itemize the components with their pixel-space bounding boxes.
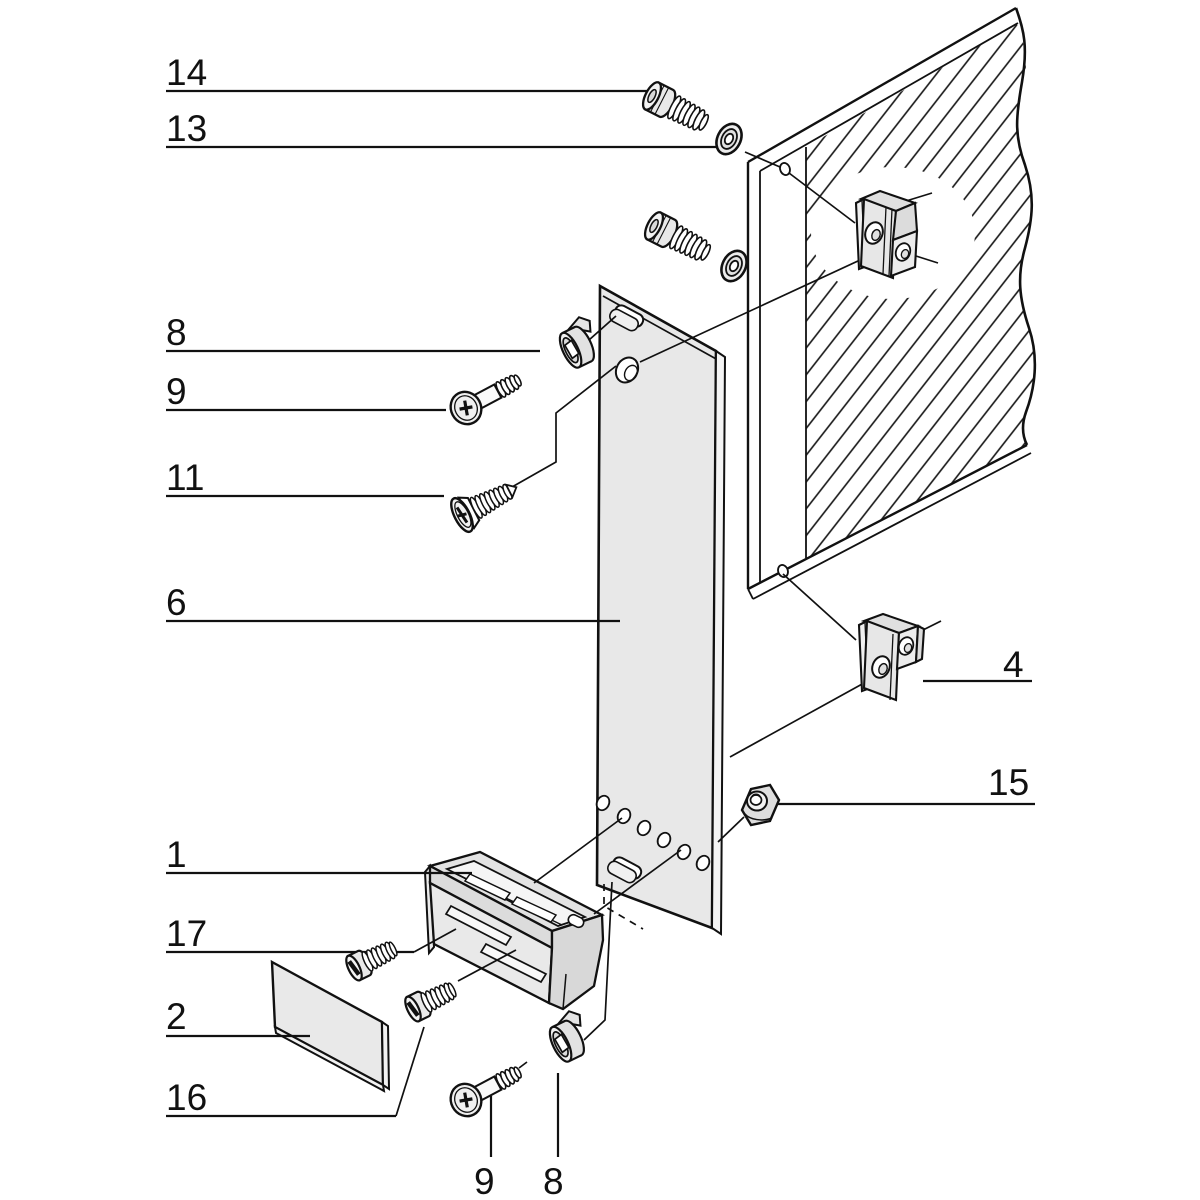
panel-round-hole bbox=[614, 356, 640, 384]
callout-8-bottom: 8 bbox=[543, 1161, 564, 1200]
handle-1 bbox=[423, 850, 605, 1011]
front-panel-6 bbox=[595, 283, 727, 936]
mounting-block-top bbox=[854, 189, 919, 280]
rear-panel bbox=[746, 6, 1037, 600]
cap-screw-2nd bbox=[643, 211, 712, 261]
leader-lines bbox=[166, 89, 1035, 1157]
handle-front-slot-1 bbox=[444, 904, 513, 947]
callout-8-top: 8 bbox=[166, 312, 187, 353]
countersunk-screw-11 bbox=[450, 483, 518, 534]
pan-screw-9-top bbox=[449, 374, 522, 426]
callout-1: 1 bbox=[166, 834, 187, 875]
callout-11: 11 bbox=[166, 457, 204, 498]
callout-14: 14 bbox=[166, 52, 207, 93]
callout-9-top: 9 bbox=[166, 371, 187, 412]
handle-front-slot-2 bbox=[479, 942, 548, 984]
callout-13: 13 bbox=[166, 108, 207, 149]
cage-nut-8-bottom bbox=[548, 1010, 585, 1063]
mounting-block-4 bbox=[857, 612, 926, 702]
pan-screw-9-bottom bbox=[449, 1066, 522, 1118]
cage-nut-8-top bbox=[558, 316, 595, 369]
hex-nut-15 bbox=[740, 783, 781, 827]
callouts: 14 13 8 9 11 6 1 17 2 16 4 15 9 8 bbox=[166, 52, 1029, 1200]
callout-6: 6 bbox=[166, 582, 187, 623]
callout-9-bottom: 9 bbox=[474, 1161, 495, 1200]
handle-inner-slot-1 bbox=[463, 873, 512, 901]
washer-2nd bbox=[720, 249, 748, 283]
label-plate-2 bbox=[270, 959, 391, 1093]
callout-17: 17 bbox=[166, 913, 207, 954]
cap-screw-14 bbox=[641, 81, 710, 131]
callout-15: 15 bbox=[988, 762, 1029, 803]
rear-panel-hole-top bbox=[779, 162, 791, 176]
rear-panel-hole-bottom bbox=[777, 564, 789, 578]
callout-16: 16 bbox=[166, 1077, 207, 1118]
slotted-screw-16 bbox=[404, 982, 457, 1023]
panel-slot-bottom bbox=[607, 856, 643, 884]
handle-inner-slot-2 bbox=[510, 896, 558, 923]
panel-slot-top bbox=[609, 304, 645, 332]
axis-lines bbox=[395, 151, 942, 1117]
washer-13 bbox=[715, 122, 743, 156]
handle-side-slot bbox=[567, 913, 585, 929]
callout-2: 2 bbox=[166, 996, 187, 1037]
callout-4: 4 bbox=[1003, 644, 1024, 685]
slotted-screw-17 bbox=[345, 941, 398, 982]
torn-edge bbox=[1014, 7, 1037, 446]
